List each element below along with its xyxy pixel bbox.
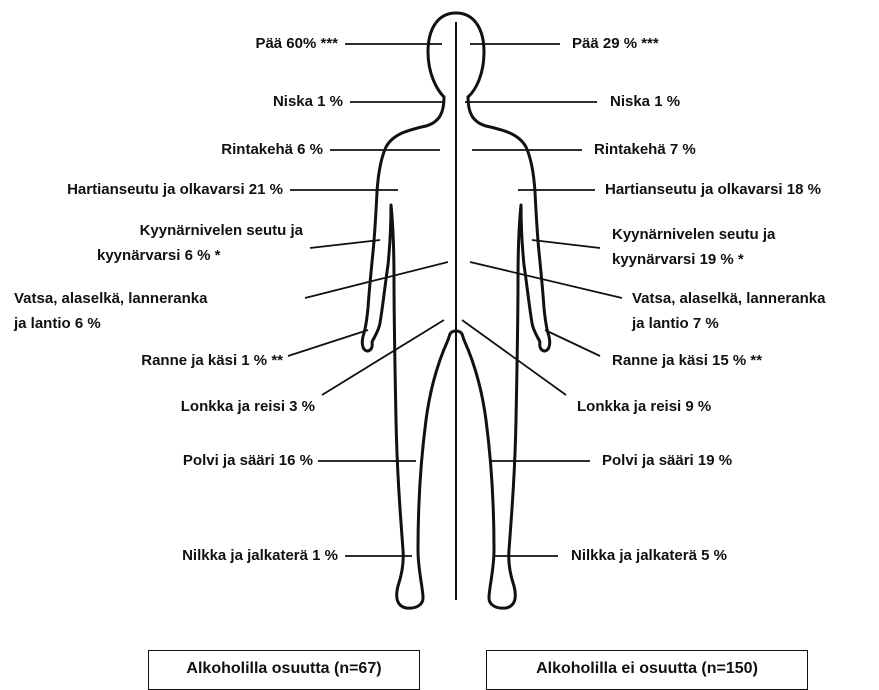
right-label-kyynarnivel-line1: Kyynärnivelen seutu ja	[612, 224, 775, 246]
left-label-rintakeha: Rintakehä 6 %	[221, 139, 323, 161]
right-label-niska: Niska 1 %	[610, 91, 680, 113]
right-label-kyynarnivel-line2: kyynärvarsi 19 % *	[612, 249, 744, 271]
left-label-nilkka: Nilkka ja jalkaterä 1 %	[182, 545, 338, 567]
right-label-lonkka: Lonkka ja reisi 9 %	[577, 396, 711, 418]
left-label-ranne: Ranne ja käsi 1 % **	[141, 350, 283, 372]
legend-alkoholilla-ei-osuutta: Alkoholilla ei osuutta (n=150)	[486, 650, 808, 690]
left-label-lonkka: Lonkka ja reisi 3 %	[181, 396, 315, 418]
leader-right-ranne	[545, 330, 600, 356]
left-label-vatsa-line1: Vatsa, alaselkä, lanneranka	[14, 288, 207, 310]
right-label-polvi: Polvi ja sääri 19 %	[602, 450, 732, 472]
head-outline	[428, 13, 456, 97]
left-label-niska: Niska 1 %	[273, 91, 343, 113]
right-label-rintakeha: Rintakehä 7 %	[594, 139, 696, 161]
left-label-vatsa-line2: ja lantio 6 %	[14, 313, 101, 335]
left-label-kyynarnivel-line1: Kyynärnivelen seutu ja	[140, 220, 303, 242]
legend-alkoholilla-osuutta: Alkoholilla osuutta (n=67)	[148, 650, 420, 690]
leader-right-vatsa	[470, 262, 622, 298]
left-label-hartianseutu: Hartianseutu ja olkavarsi 21 %	[67, 179, 283, 201]
left-label-paa: Pää 60% ***	[255, 33, 338, 55]
right-label-vatsa-line2: ja lantio 7 %	[632, 313, 719, 335]
leader-left-ranne	[288, 330, 368, 356]
head-outline-right	[456, 13, 484, 97]
right-label-nilkka: Nilkka ja jalkaterä 5 %	[571, 545, 727, 567]
leader-left-lonkka	[322, 320, 444, 395]
right-label-vatsa-line1: Vatsa, alaselkä, lanneranka	[632, 288, 825, 310]
left-label-kyynarnivel-line2: kyynärvarsi 6 % *	[97, 245, 220, 267]
right-label-ranne: Ranne ja käsi 15 % **	[612, 350, 762, 372]
left-label-polvi: Polvi ja sääri 16 %	[183, 450, 313, 472]
leader-left-vatsa	[305, 262, 448, 298]
leader-left-kyynar	[310, 240, 380, 248]
leader-right-kyynar	[532, 240, 600, 248]
right-label-hartianseutu: Hartianseutu ja olkavarsi 18 %	[605, 179, 821, 201]
right-label-paa: Pää 29 % ***	[572, 33, 659, 55]
left-body-outline	[362, 97, 450, 608]
